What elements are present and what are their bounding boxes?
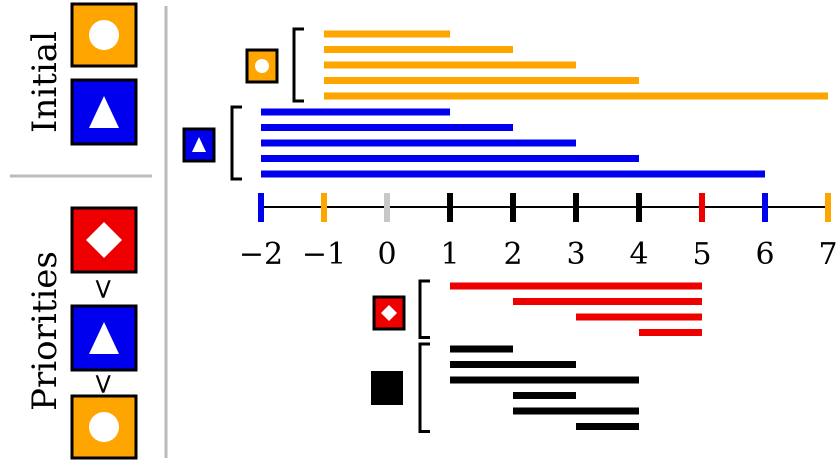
axis-tick-label-9: 7: [818, 237, 837, 272]
axis-tick-label-6: 4: [629, 237, 648, 272]
red-diamond-bracket: [418, 279, 430, 339]
priority-diamond-icon: [70, 206, 138, 274]
axis-tick-label-4: 2: [503, 237, 522, 272]
blue-triangle-bracket: [230, 105, 242, 181]
less-than-symbol-1: <: [86, 277, 119, 300]
axis-tick-label-8: 6: [755, 237, 774, 272]
axis-tick-label-1: −1: [302, 237, 346, 272]
axis-tick-label-5: 3: [566, 237, 585, 272]
black-square-bracket: [418, 342, 430, 433]
initial-circle-icon: [70, 2, 138, 68]
axis-tick-label-7: 5: [692, 237, 711, 272]
red-diamond-group: [372, 279, 702, 339]
priority-circle-icon: [70, 394, 138, 460]
axis-tick-label-3: 1: [440, 237, 459, 272]
square-icon: [371, 371, 403, 405]
blue-triangle-group: [182, 105, 765, 181]
triangle-icon: [182, 127, 216, 163]
priorities-label: Priorities: [25, 251, 65, 411]
black-square-group: [371, 342, 639, 433]
orange-circle-bracket: [292, 27, 304, 103]
orange-circle-group: [245, 27, 828, 103]
initial-label: Initial: [25, 31, 65, 133]
axis-tick-label-2: 0: [377, 237, 396, 272]
axis-tick-label-0: −2: [239, 237, 283, 272]
interval-groups: [182, 27, 828, 433]
diamond-icon: [372, 295, 406, 331]
less-than-symbol-2: <: [86, 372, 119, 395]
number-line: −2 −1 0 1 2 3 4 5 6 7: [239, 193, 838, 272]
priority-triangle-icon: [70, 304, 138, 372]
circle-icon: [245, 48, 279, 84]
initial-triangle-icon: [70, 78, 138, 146]
